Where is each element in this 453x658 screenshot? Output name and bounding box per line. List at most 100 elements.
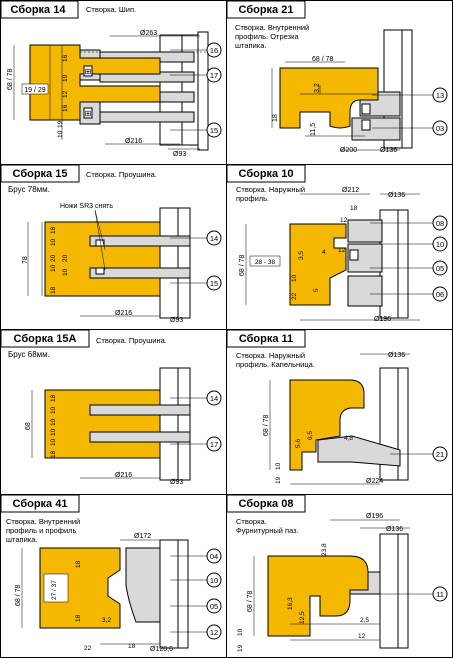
caption-line-2: Фурнитурный паз. <box>236 526 299 535</box>
callout-3: 05 <box>210 602 218 611</box>
dim-d1: 23,8 <box>321 543 328 556</box>
dim-height: 68 / 78 <box>7 68 14 90</box>
callout-3: 15 <box>210 126 218 135</box>
cell-assembly-14: Сборка 14 Створка. Шип. ⊞ ⊞ <box>0 0 222 158</box>
dim-d4: 18 <box>128 643 136 650</box>
callout-1: 14 <box>210 394 218 403</box>
callout-2: 10 <box>436 240 444 249</box>
dim-d1: 3,5 <box>298 251 305 260</box>
dim-d6: 10 <box>62 268 69 276</box>
dim-inner: 27 / 37 <box>51 580 58 600</box>
dim-diam-right: Ø136 <box>388 192 405 199</box>
dim-d5: 12 <box>358 633 366 640</box>
cell-caption: Створка. Проушина. <box>96 336 167 345</box>
cell-title: Сборка 11 <box>239 333 293 345</box>
callouts: 14 17 <box>170 390 222 452</box>
cell-title: Сборка 08 <box>239 498 294 510</box>
dim-d5: 16 <box>62 104 69 112</box>
callouts: 04 10 05 12 <box>170 548 222 640</box>
wood-profile <box>289 223 347 306</box>
callouts: 08 10 05 06 <box>370 215 448 302</box>
dim-d6: 10 <box>237 628 244 636</box>
dim-inner: 19 / 29 <box>24 87 46 94</box>
dim-d7: 10 <box>57 130 64 138</box>
callout-1: 08 <box>436 219 444 228</box>
wood-profile <box>279 67 379 129</box>
dim-diam-bottom: Ø216 <box>125 138 142 145</box>
callout-2: 17 <box>210 440 218 449</box>
cutter-assembly <box>89 367 191 481</box>
caption-line-2: профиль. Отрезка <box>235 32 300 41</box>
callout-1: 04 <box>210 552 218 561</box>
dim-d5: 22 <box>291 292 298 300</box>
callout-1: 16 <box>210 46 218 55</box>
dim-diam-bottom: Ø216 <box>115 472 132 479</box>
dim-d3: 12 <box>338 247 346 254</box>
callout-2: 17 <box>210 71 218 80</box>
wood-profile <box>267 555 369 637</box>
callout-3: 05 <box>436 264 444 273</box>
dim-d2: 4 <box>322 249 326 256</box>
dim-d6: 5 <box>313 288 320 292</box>
dim-diam-bottom: Ø196 <box>374 316 391 323</box>
caption-line-2: профиль и профиль <box>6 526 77 535</box>
dim-d2: 18 <box>75 614 82 622</box>
dim-diam-top: Ø172 <box>134 533 151 540</box>
caption-line-2: профиль. Капельница. <box>236 360 315 369</box>
dim-diam-bottom: Ø224 <box>366 478 383 485</box>
callout-1: 14 <box>210 234 218 243</box>
svg-text:⊞: ⊞ <box>85 109 92 118</box>
dim-d5: 22 <box>84 645 92 652</box>
dim-top: 68 / 78 <box>312 56 334 63</box>
caption-line-3: штапика. <box>235 41 267 50</box>
dim-d5: 20 <box>62 254 69 262</box>
dimensions <box>13 35 200 150</box>
cutter-assembly <box>125 539 189 649</box>
caption-line-3: штапика. <box>6 535 38 544</box>
dim-d4: 10 <box>275 462 282 470</box>
cell-assembly-15: Сборка 15 Створка. Проушина. Брус 78мм. … <box>0 164 222 324</box>
dim-d3: 4,8 <box>344 435 353 442</box>
cell-subtitle: Брус 68мм. <box>8 350 50 359</box>
cell-assembly-11: Сборка 11 Створка. Наружный профиль. Кап… <box>226 329 448 485</box>
cell-title: Сборка 14 <box>11 4 67 16</box>
dim-d3: 19 <box>62 74 69 82</box>
wood-profile <box>39 547 121 629</box>
callout-1: 21 <box>436 450 444 459</box>
dim-diam-top: Ø212 <box>342 187 359 194</box>
caption-line-1: Створка. Наружный <box>236 185 305 194</box>
dim-d2: 6,5 <box>307 431 314 440</box>
dim-height: 68 / 78 <box>15 584 22 606</box>
dim-d4: 10 <box>50 264 57 272</box>
cell-title: Сборка 21 <box>239 4 294 16</box>
caption-line-1: Створка. <box>236 517 267 526</box>
svg-text:⊞: ⊞ <box>85 67 92 76</box>
callout-4: 06 <box>436 290 444 299</box>
title-box <box>0 0 79 19</box>
callout-1: 13 <box>436 91 444 100</box>
dim-d6: 19 <box>57 120 64 128</box>
caption-line-2: профиль. <box>236 194 269 203</box>
dim-d1: 18 <box>50 226 57 234</box>
dim-d7: 18 <box>50 286 57 294</box>
knife-inserts: ⊞ ⊞ <box>83 65 93 119</box>
callouts: 11 <box>360 586 448 602</box>
dim-d3: 3,2 <box>102 617 111 624</box>
dim-diam-bottom: Ø120,6 <box>150 646 173 653</box>
dim-d2: 10 <box>50 406 57 414</box>
callout-2: 03 <box>436 124 444 133</box>
dim-d4: 10 <box>291 274 298 282</box>
dim-d3: 12,5 <box>299 611 306 624</box>
cell-assembly-21: Сборка 21 Створка. Внутренний профиль. О… <box>226 0 448 154</box>
callouts: 21 <box>390 446 448 462</box>
callouts: 14 15 <box>170 230 222 291</box>
dim-d1: 5,6 <box>295 439 302 448</box>
cell-assembly-08: Сборка 08 Створка. Фурнитурный паз. Ø196… <box>226 494 448 652</box>
dim-diam-bottom: Ø216 <box>115 310 132 317</box>
dim-d2: 16,3 <box>287 597 294 610</box>
dim-diam-top: Ø196 <box>366 513 383 520</box>
dim-height: 68 / 78 <box>247 590 254 612</box>
dim-d1: 18 <box>75 560 82 568</box>
dim-d4: 10 <box>50 428 57 436</box>
dim-d2: 10 <box>50 238 57 246</box>
